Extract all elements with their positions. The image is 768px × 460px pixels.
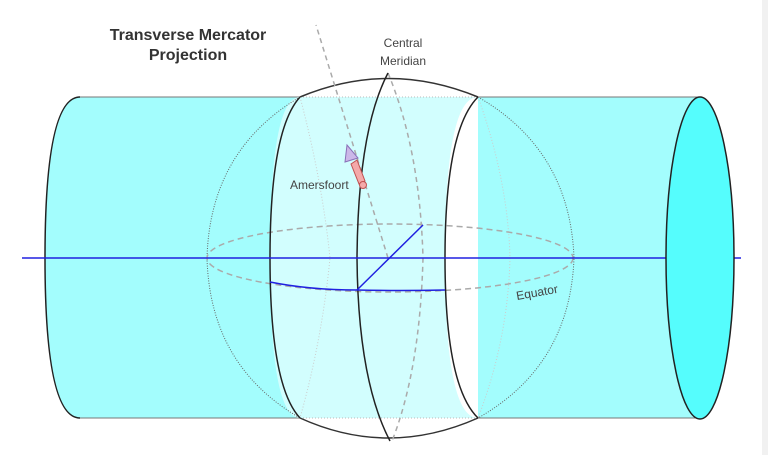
sphere-top-cap — [299, 77, 479, 98]
amersfoort-point — [359, 181, 367, 189]
title-line-1: Transverse Mercator — [110, 27, 267, 44]
amersfoort-marker — [344, 143, 367, 189]
central-meridian-label-2: Meridian — [380, 54, 426, 68]
arrow-head — [344, 143, 359, 163]
arrow-shaft — [350, 159, 366, 185]
amersfoort-ray — [315, 24, 389, 259]
sphere-bottom-cap — [299, 417, 479, 439]
cylinder-end-cap — [665, 96, 735, 420]
sphere-silhouette-right — [477, 96, 575, 419]
page-scrollbar[interactable] — [762, 0, 768, 455]
title-line-2: Projection — [149, 47, 227, 64]
radius-line — [356, 224, 424, 291]
amersfoort-label: Amersfoort — [290, 178, 349, 192]
sphere-silhouette-left — [206, 96, 301, 419]
central-meridian-label-1: Central — [384, 36, 423, 50]
meridian-light-left — [299, 96, 331, 419]
